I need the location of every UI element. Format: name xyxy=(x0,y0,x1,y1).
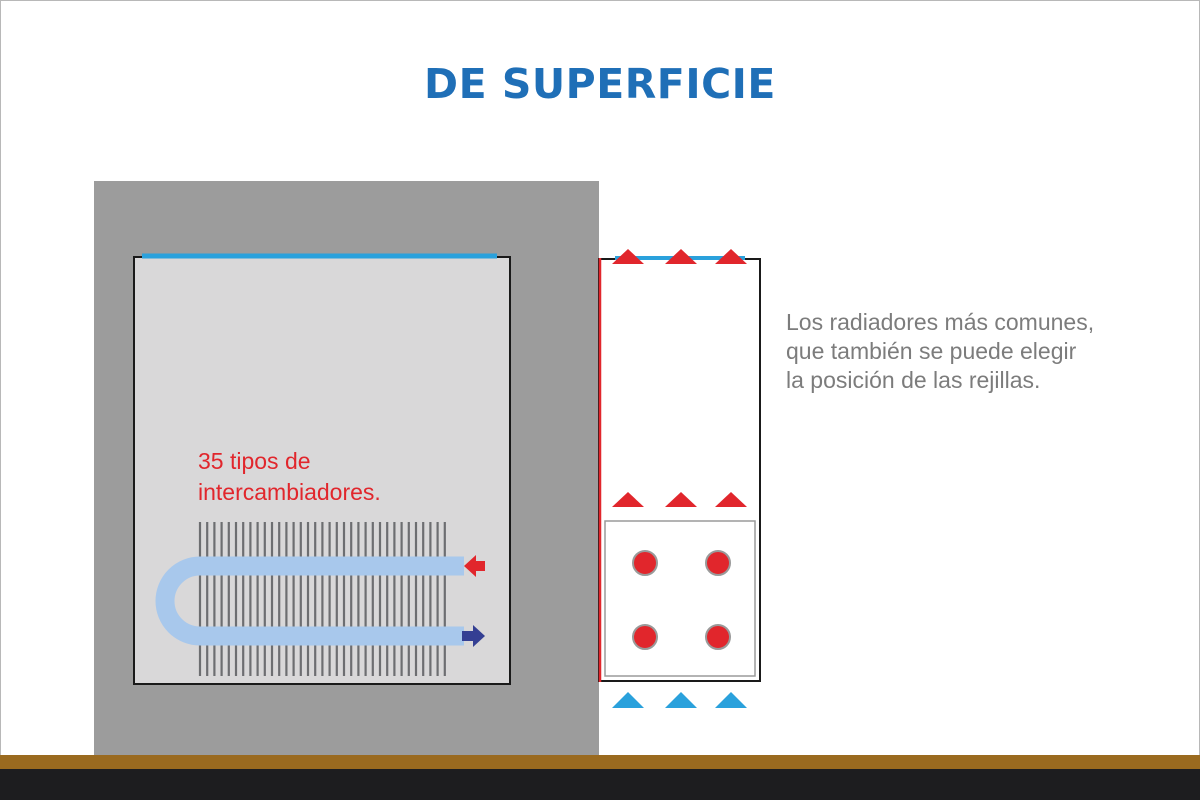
navy-arrow-icon xyxy=(462,625,485,647)
pipe-section-dot xyxy=(705,550,731,576)
floor-base xyxy=(0,769,1200,800)
description-line: Los radiadores más comunes, xyxy=(786,309,1095,335)
pipe-section-dot xyxy=(705,624,731,650)
page-title: DE SUPERFICIE xyxy=(424,60,776,108)
blue-triangle-icon xyxy=(665,692,697,708)
blue-triangle-icon xyxy=(715,692,747,708)
red-triangle-icon xyxy=(665,249,697,264)
exchanger-cross-section xyxy=(604,520,756,677)
pipe-section-dot xyxy=(632,550,658,576)
description-line: que también se puede elegir xyxy=(786,338,1077,364)
exchanger-fins xyxy=(198,522,446,676)
pipe-section-dot xyxy=(632,624,658,650)
red-triangle-icon xyxy=(612,492,644,507)
floor-line xyxy=(0,755,1200,769)
u-pipe xyxy=(155,556,464,646)
exchanger-label: 35 tipos de intercambiadores. xyxy=(198,446,381,508)
red-triangle-icon xyxy=(715,249,747,264)
blue-triangle-icon xyxy=(612,692,644,708)
red-triangle-icon xyxy=(715,492,747,507)
red-triangle-icon xyxy=(612,249,644,264)
description-line: la posición de las rejillas. xyxy=(786,367,1041,393)
description-text: Los radiadores más comunes, que también … xyxy=(786,308,1186,395)
red-triangle-icon xyxy=(665,492,697,507)
red-arrow-icon xyxy=(464,555,485,577)
exchanger-label-line: 35 tipos de xyxy=(198,448,311,474)
exchanger-label-line: intercambiadores. xyxy=(198,479,381,505)
